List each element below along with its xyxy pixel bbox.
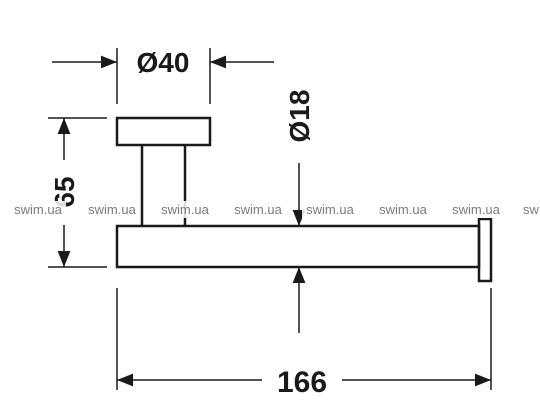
length-label: 166: [277, 366, 327, 399]
watermark-backdrop-2: [84, 201, 140, 218]
holder-rod: [115, 224, 481, 269]
mount-diameter-label: Ø40: [137, 47, 190, 78]
watermark-text: swim.ua: [88, 202, 136, 217]
watermark-text: swim.ua: [14, 202, 62, 217]
watermark-backdrop-3: [157, 201, 213, 218]
watermark-text: swim.ua: [379, 202, 427, 217]
dimension-height: [48, 117, 107, 268]
watermark-backdrop-1: [10, 201, 66, 218]
watermark-backdrop-5: [302, 201, 358, 218]
watermark-text: swim.ua: [161, 202, 209, 217]
rod-diameter-label: Ø18: [284, 90, 315, 143]
rod-end-cap: [477, 217, 493, 283]
watermark-backdrop-4: [230, 201, 286, 218]
watermark-strip: swim.ua swim.ua swim.ua swim.ua swim.ua …: [10, 201, 540, 218]
watermark-backdrop-6: [375, 201, 431, 218]
wall-mount-plate: [115, 116, 212, 147]
watermark-text: swim.ua: [234, 202, 282, 217]
watermark-text: swim.ua: [306, 202, 354, 217]
watermark-backdrop-7: [448, 201, 504, 218]
watermark-text: swim.ua: [452, 202, 500, 217]
watermark-text: sw: [523, 202, 540, 217]
dimension-mount-diameter: [52, 48, 274, 104]
dimension-length: [116, 288, 492, 390]
